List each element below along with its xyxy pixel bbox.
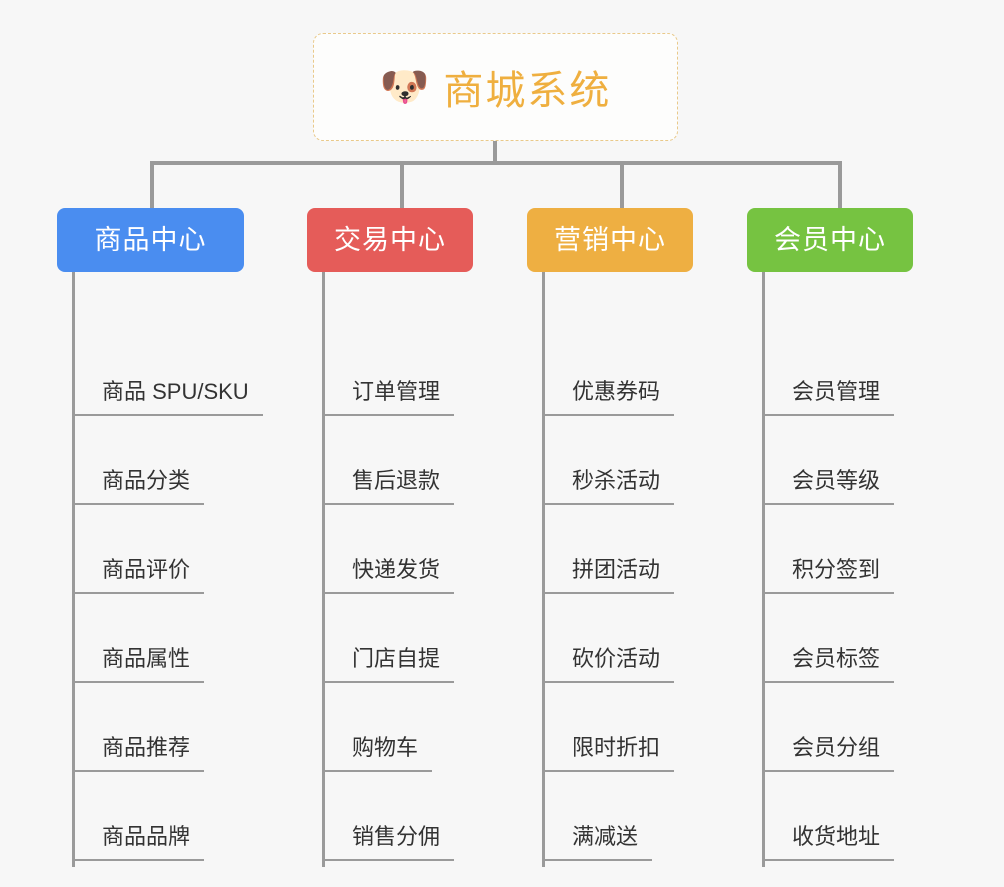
leaf-item[interactable]: 积分签到 [762,552,895,594]
leaf-item[interactable]: 会员分组 [762,730,895,772]
branch-product-center: 商品中心 商品 SPU/SKU 商品分类 商品评价 商品属性 商品推荐 商品品牌 [57,208,277,867]
leaf-item[interactable]: 秒杀活动 [542,463,675,505]
leaf-item[interactable]: 销售分佣 [322,819,455,861]
branch-member-center: 会员中心 会员管理 会员等级 积分签到 会员标签 会员分组 收货地址 [747,208,967,867]
leaf-item[interactable]: 订单管理 [322,374,455,416]
root-node-shop-system[interactable]: 🐶 商城系统 [313,33,678,141]
connector-drop-member-center [838,161,842,208]
leaf-item[interactable]: 会员标签 [762,641,895,683]
leaf-item[interactable]: 优惠券码 [542,374,675,416]
leaf-item[interactable]: 商品品牌 [72,819,205,861]
leaf-item[interactable]: 限时折扣 [542,730,675,772]
root-node-title: 商城系统 [443,69,612,113]
connector-trunk-member-center [762,272,765,867]
leaf-item[interactable]: 商品分类 [72,463,205,505]
leaf-item[interactable]: 商品 SPU/SKU [72,374,263,416]
leaf-item[interactable]: 售后退款 [322,463,455,505]
branch-columns: 商品中心 商品 SPU/SKU 商品分类 商品评价 商品属性 商品推荐 商品品牌… [0,208,1004,867]
leaf-item[interactable]: 购物车 [322,730,433,772]
branch-trade-center: 交易中心 订单管理 售后退款 快递发货 门店自提 购物车 销售分佣 [307,208,527,867]
leaf-item[interactable]: 砍价活动 [542,641,675,683]
connector-drop-marketing-center [620,161,624,208]
connector-drop-product-center [150,161,154,208]
leaf-item[interactable]: 满减送 [542,819,653,861]
mindmap-canvas: 🐶 商城系统 商品中心 商品 SPU/SKU 商品分类 商品评价 商品属性 商品… [0,33,1004,867]
connector-horizontal-bus [150,161,840,165]
leaf-item[interactable]: 收货地址 [762,819,895,861]
connector-drop-trade-center [400,161,404,208]
category-card-product-center[interactable]: 商品中心 [57,208,244,272]
leaf-item[interactable]: 门店自提 [322,641,455,683]
category-card-marketing-center[interactable]: 营销中心 [527,208,693,272]
leaf-item[interactable]: 商品推荐 [72,730,205,772]
leaf-item[interactable]: 商品属性 [72,641,205,683]
shiba-dog-face-icon: 🐶 [379,65,430,109]
category-card-member-center[interactable]: 会员中心 [747,208,913,272]
branch-marketing-center: 营销中心 优惠券码 秒杀活动 拼团活动 砍价活动 限时折扣 满减送 [527,208,747,867]
connector-root-stem [493,141,497,165]
leaf-item[interactable]: 快递发货 [322,552,455,594]
connector-trunk-marketing-center [542,272,545,867]
leaf-item[interactable]: 会员等级 [762,463,895,505]
connector-trunk-product-center [72,272,75,867]
connector-trunk-trade-center [322,272,325,867]
leaf-item[interactable]: 商品评价 [72,552,205,594]
leaf-item[interactable]: 拼团活动 [542,552,675,594]
category-card-trade-center[interactable]: 交易中心 [307,208,473,272]
leaf-item[interactable]: 会员管理 [762,374,895,416]
